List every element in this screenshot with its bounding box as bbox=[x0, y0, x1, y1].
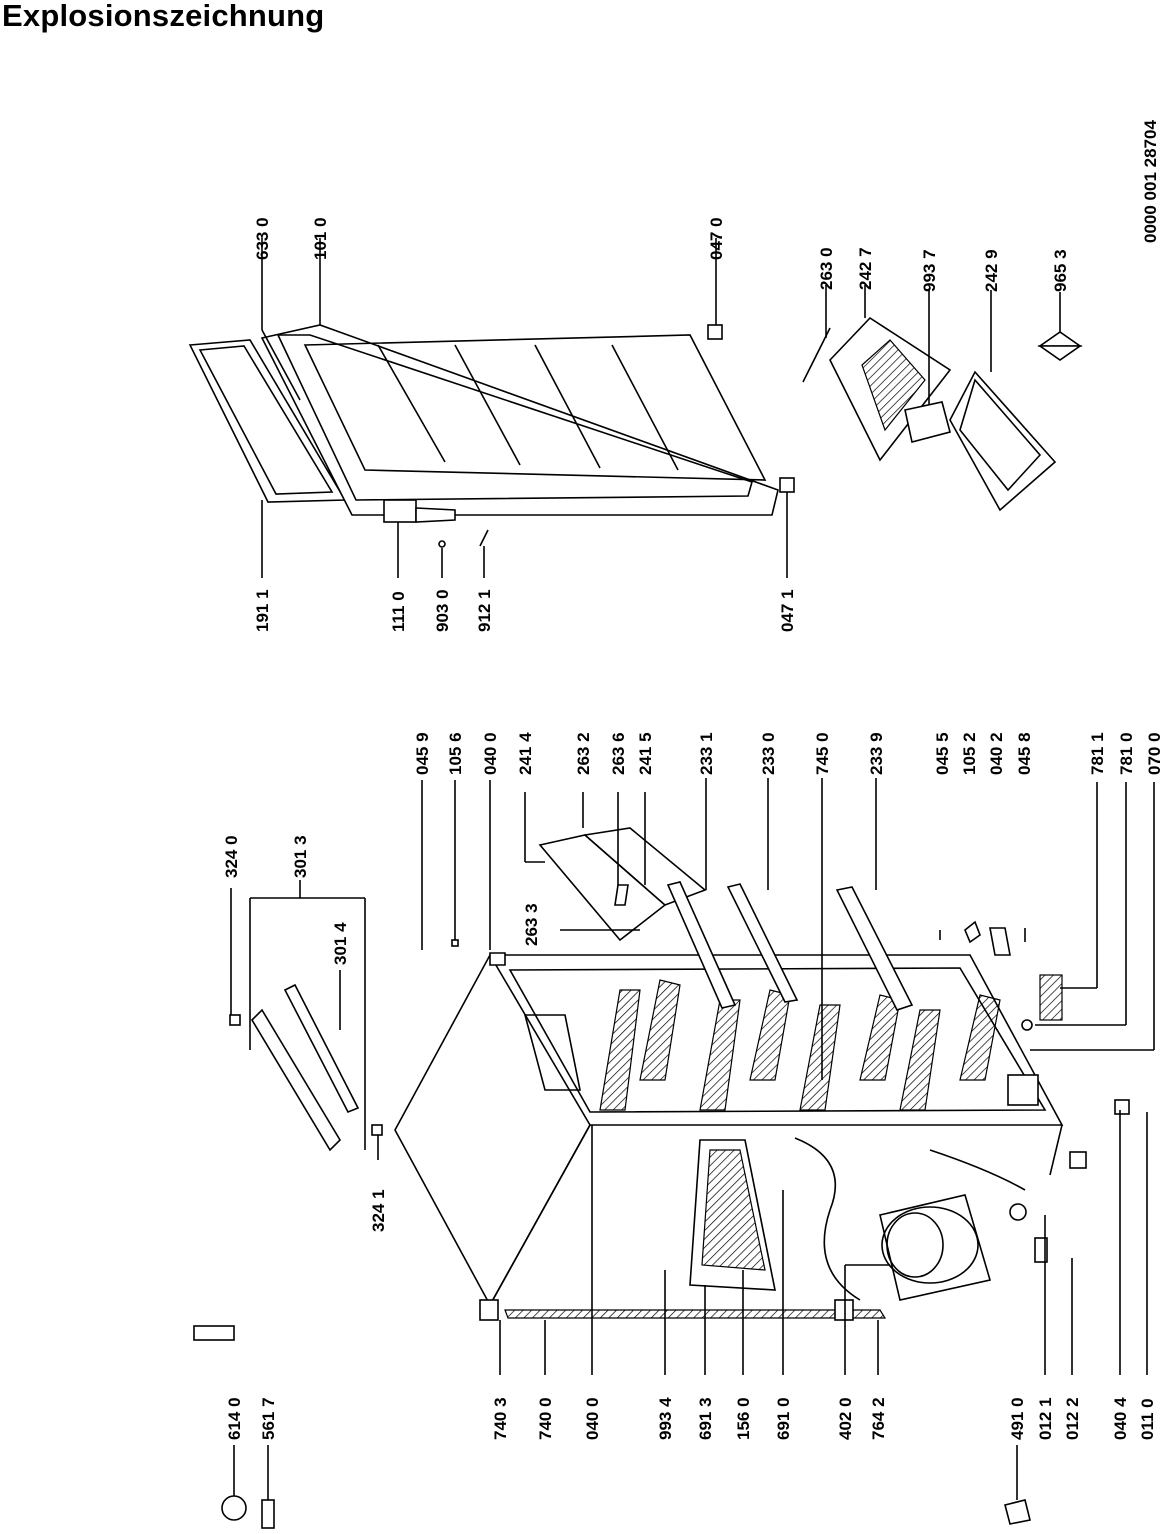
base-plate bbox=[193, 1299, 887, 1341]
part-label: 040 0 bbox=[583, 1397, 602, 1440]
screw-part bbox=[438, 540, 446, 548]
freezer-basket-upper bbox=[829, 316, 952, 462]
part-label: 111 0 bbox=[389, 591, 408, 632]
part-label: 324 1 bbox=[369, 1189, 388, 1232]
part-label: 745 0 bbox=[813, 732, 832, 775]
part-label: 903 0 bbox=[433, 589, 452, 632]
diagram-title: Explosionszeichnung bbox=[2, 0, 325, 33]
relay-part bbox=[1007, 1074, 1039, 1106]
rear-compartment bbox=[689, 1137, 1026, 1301]
part-label: 242 7 bbox=[856, 247, 875, 290]
hardware-set-upper bbox=[421, 884, 629, 966]
part-labels: 633 0 101 0 047 0 263 0 242 7 993 7 242 … bbox=[222, 217, 1164, 1440]
part-label: 301 3 bbox=[291, 835, 310, 878]
part-label: 047 0 bbox=[707, 217, 726, 260]
compressor-part bbox=[879, 1194, 992, 1301]
part-label: 191 1 bbox=[253, 589, 272, 632]
part-label: 233 1 bbox=[697, 732, 716, 775]
part-label: 965 3 bbox=[1051, 249, 1070, 292]
leader-lines bbox=[230, 238, 1155, 1500]
part-label: 045 9 bbox=[413, 732, 432, 775]
part-label: 740 3 bbox=[491, 1397, 510, 1440]
part-label: 691 3 bbox=[696, 1397, 715, 1440]
part-label: 233 9 bbox=[867, 732, 886, 775]
part-label: 105 6 bbox=[446, 732, 465, 775]
part-label: 011 0 bbox=[1138, 1398, 1157, 1440]
part-label: 241 5 bbox=[636, 732, 655, 775]
knob-part bbox=[1021, 1019, 1033, 1031]
door-panel bbox=[260, 324, 779, 516]
part-label: 781 1 bbox=[1088, 732, 1107, 775]
part-label: 993 4 bbox=[656, 1397, 675, 1440]
part-label: 614 0 bbox=[225, 1397, 244, 1440]
part-label: 233 0 bbox=[759, 732, 778, 775]
door-stop-bottom bbox=[779, 477, 795, 493]
foot-part-top bbox=[1037, 331, 1083, 347]
pin-part bbox=[479, 529, 489, 547]
door-stop-top bbox=[707, 324, 723, 340]
part-label: 491 0 bbox=[1008, 1397, 1027, 1440]
part-label: 740 0 bbox=[536, 1397, 555, 1440]
part-label: 263 6 bbox=[609, 732, 628, 775]
part-label: 263 2 bbox=[574, 732, 593, 775]
part-label: 912 1 bbox=[475, 589, 494, 632]
foot-part bbox=[1114, 1099, 1130, 1115]
part-label: 040 4 bbox=[1111, 1397, 1130, 1440]
drawer-flap bbox=[904, 401, 951, 443]
part-label: 781 0 bbox=[1117, 732, 1136, 775]
sleeve-part bbox=[1034, 1237, 1048, 1263]
part-label: 241 4 bbox=[516, 732, 535, 775]
part-label: 263 0 bbox=[817, 247, 836, 290]
shelf-rails bbox=[666, 881, 914, 1011]
door-hinge-part bbox=[383, 499, 456, 523]
part-label: 993 7 bbox=[920, 249, 939, 292]
cover-part bbox=[1069, 1151, 1087, 1169]
part-label: 263 3 bbox=[522, 903, 541, 946]
part-label: 040 2 bbox=[987, 732, 1006, 775]
part-label: 764 2 bbox=[869, 1397, 888, 1440]
part-label: 040 0 bbox=[481, 732, 500, 775]
part-label: 301 4 bbox=[331, 922, 350, 965]
evaporator-shelves bbox=[599, 979, 1001, 1111]
cap-part bbox=[1009, 1203, 1027, 1221]
part-label: 012 1 bbox=[1036, 1397, 1055, 1440]
top-cover-assembly bbox=[229, 983, 383, 1152]
part-label: 047 1 bbox=[778, 589, 797, 632]
foot-part-bottom bbox=[1037, 345, 1083, 361]
part-label: 691 0 bbox=[774, 1397, 793, 1440]
part-label: 561 7 bbox=[259, 1397, 278, 1440]
part-label: 105 2 bbox=[960, 732, 979, 775]
part-label: 101 0 bbox=[311, 217, 330, 260]
part-label: 045 8 bbox=[1015, 732, 1034, 775]
freezer-basket-lower bbox=[949, 370, 1057, 512]
part-label: 156 0 bbox=[734, 1397, 753, 1440]
part-label: 070 0 bbox=[1145, 732, 1164, 775]
spare-parts-bottom bbox=[221, 1495, 1031, 1529]
part-label: 012 2 bbox=[1063, 1397, 1082, 1440]
part-label: 242 9 bbox=[982, 249, 1001, 292]
part-label: 402 0 bbox=[836, 1397, 855, 1440]
part-label: 045 5 bbox=[933, 732, 952, 775]
part-label: 633 0 bbox=[253, 217, 272, 260]
hardware-set-lower bbox=[939, 920, 1026, 956]
air-grille-part bbox=[1039, 974, 1063, 1021]
part-label: 324 0 bbox=[222, 835, 241, 878]
